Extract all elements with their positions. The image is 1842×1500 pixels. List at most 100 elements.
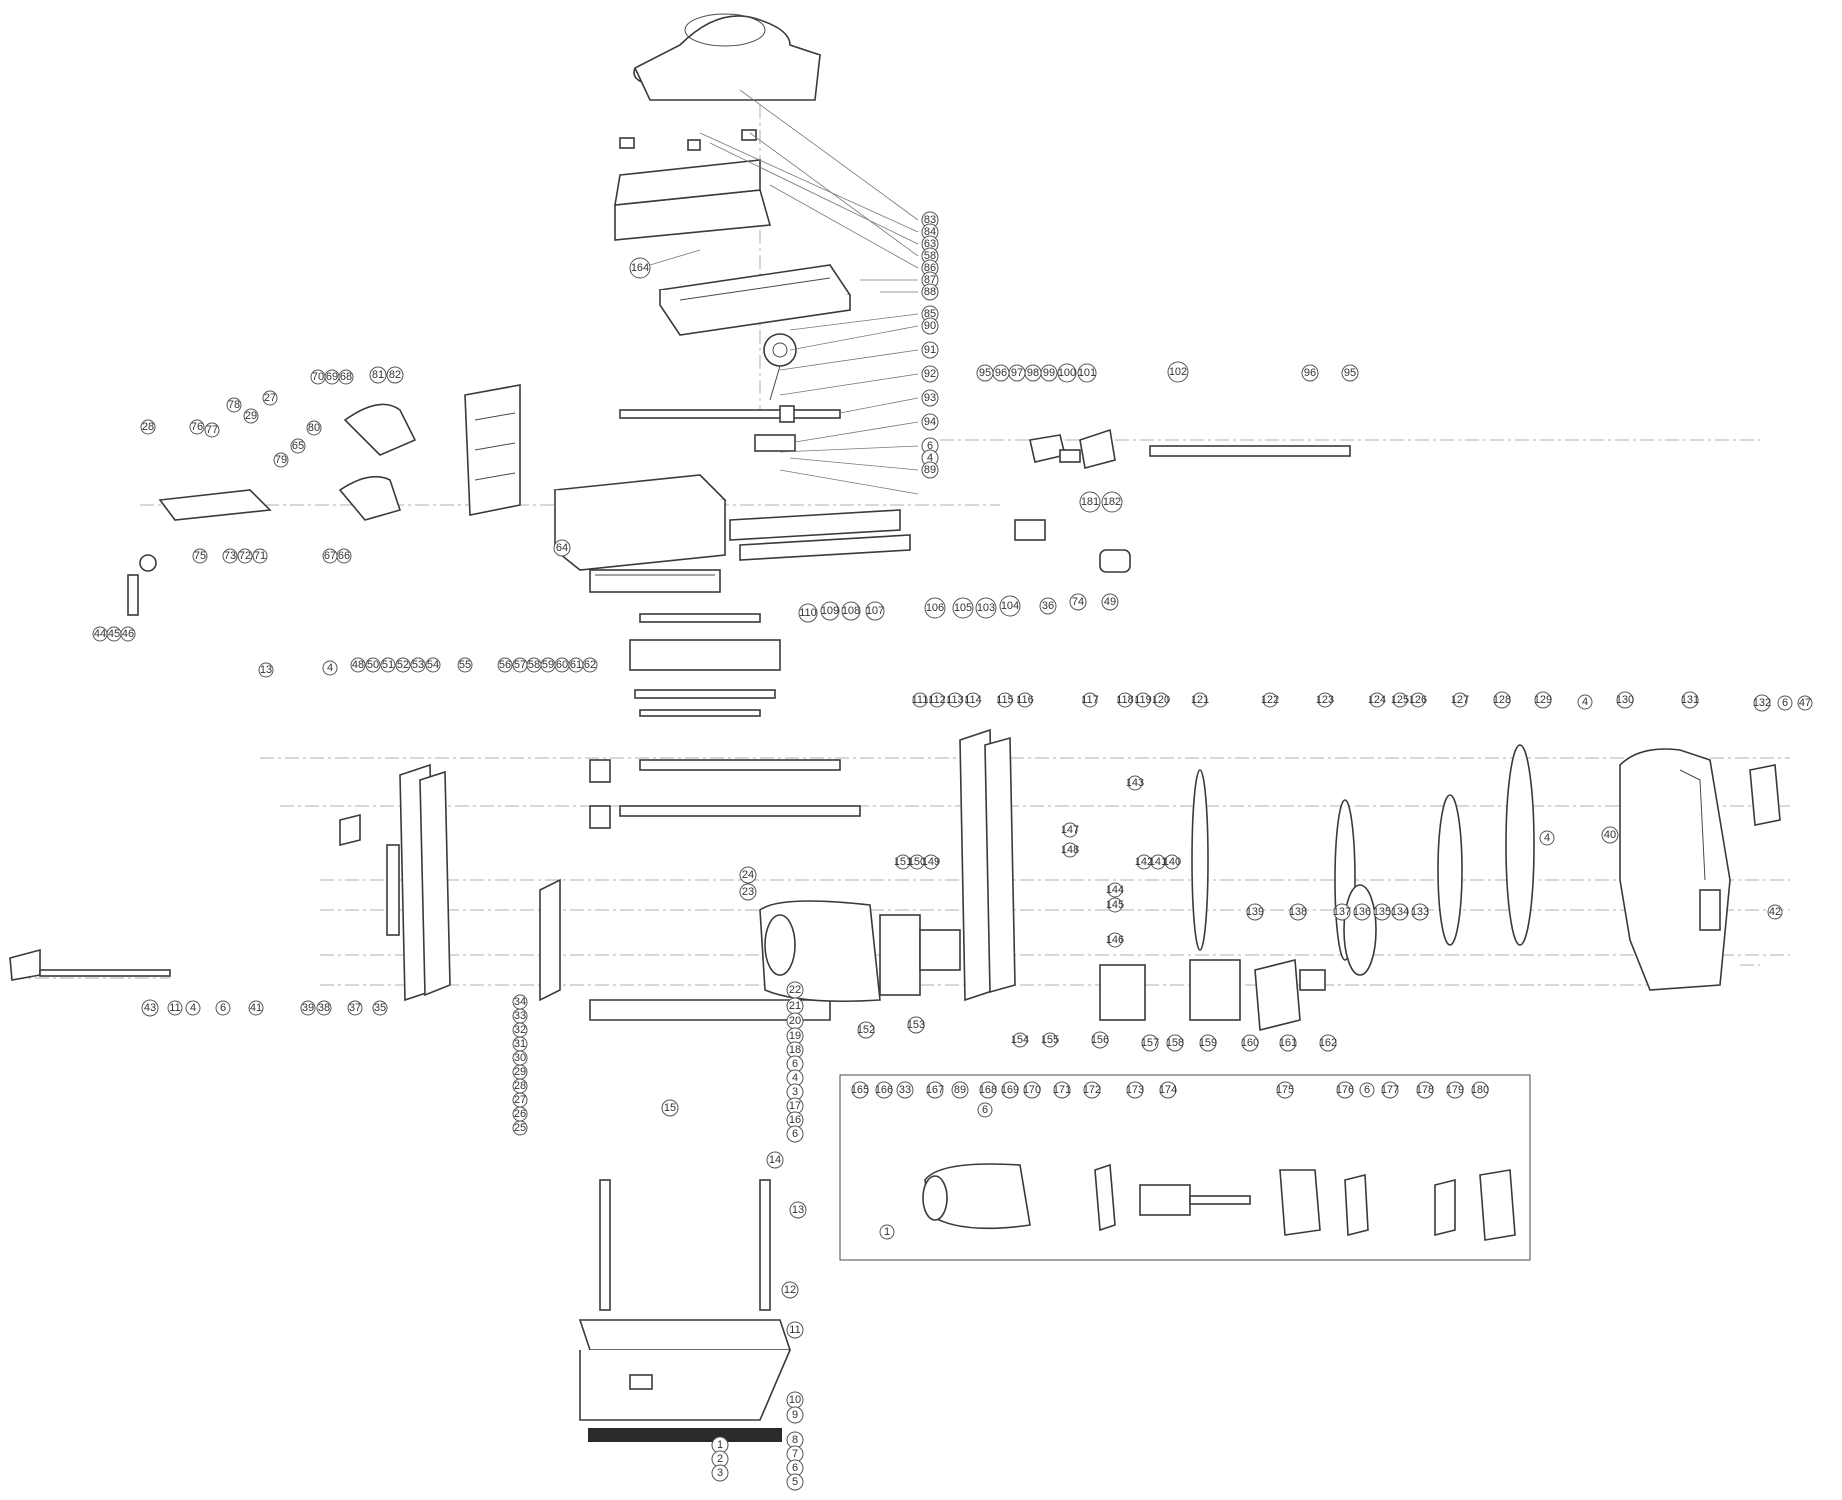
callout-19: 19 xyxy=(786,1027,804,1045)
callout-177: 177 xyxy=(1381,1081,1399,1099)
svg-text:35: 35 xyxy=(374,1002,386,1014)
callout-36: 36 xyxy=(1039,597,1057,615)
svg-text:47: 47 xyxy=(1799,697,1811,709)
callout-126: 126 xyxy=(1409,692,1427,708)
motor xyxy=(759,900,961,1003)
callout-37: 37 xyxy=(347,1000,363,1016)
planer-table xyxy=(553,474,911,571)
callout-21: 21 xyxy=(786,997,804,1015)
callout-66: 66 xyxy=(336,548,352,564)
svg-text:30: 30 xyxy=(514,1052,526,1064)
callout-96b: 96 xyxy=(1301,364,1319,382)
callout-98: 98 xyxy=(1024,364,1042,382)
callout-6-i: 6 xyxy=(1359,1082,1375,1098)
svg-text:72: 72 xyxy=(239,550,251,562)
svg-text:16: 16 xyxy=(789,1114,801,1126)
svg-text:115: 115 xyxy=(996,694,1014,706)
svg-text:93: 93 xyxy=(924,392,936,404)
callout-80: 80 xyxy=(306,420,322,436)
svg-text:137: 137 xyxy=(1333,906,1351,918)
callout-95: 95 xyxy=(976,364,994,382)
svg-text:33: 33 xyxy=(514,1010,526,1022)
svg-text:95: 95 xyxy=(979,367,991,379)
base-stand xyxy=(578,999,831,1442)
svg-text:175: 175 xyxy=(1276,1084,1294,1096)
callout-79: 79 xyxy=(273,452,289,468)
leader-lines xyxy=(649,89,919,495)
svg-text:4: 4 xyxy=(1582,696,1588,708)
callout-171: 171 xyxy=(1053,1081,1071,1099)
svg-text:162: 162 xyxy=(1319,1037,1337,1049)
callout-60: 60 xyxy=(554,657,570,673)
svg-text:57: 57 xyxy=(514,659,526,671)
svg-text:170: 170 xyxy=(1023,1084,1041,1096)
callout-33-i: 33 xyxy=(896,1081,914,1099)
svg-text:61: 61 xyxy=(570,659,582,671)
callout-130: 130 xyxy=(1616,691,1634,709)
svg-text:6: 6 xyxy=(927,440,933,452)
svg-text:13: 13 xyxy=(260,664,272,676)
svg-text:9: 9 xyxy=(792,1409,798,1421)
svg-text:133: 133 xyxy=(1411,906,1429,918)
svg-text:153: 153 xyxy=(907,1019,925,1031)
callout-77: 77 xyxy=(204,422,220,438)
svg-text:80: 80 xyxy=(308,422,320,434)
callout-139: 139 xyxy=(1246,903,1264,921)
svg-text:28: 28 xyxy=(142,421,154,433)
svg-text:65: 65 xyxy=(292,440,304,452)
right-side-plate xyxy=(959,728,1535,1032)
svg-text:50: 50 xyxy=(367,659,379,671)
callout-165: 165 xyxy=(851,1081,869,1099)
callout-46: 46 xyxy=(120,626,136,642)
svg-text:7: 7 xyxy=(792,1448,798,1460)
svg-text:58: 58 xyxy=(528,659,540,671)
callout-23: 23 xyxy=(739,883,757,901)
callout-151: 151 xyxy=(894,854,912,870)
callout-86: 86 xyxy=(921,259,939,277)
callout-10: 10 xyxy=(786,1391,804,1409)
svg-text:63: 63 xyxy=(924,238,936,250)
cutter-head-assembly xyxy=(589,569,781,717)
callout-159: 159 xyxy=(1199,1034,1217,1052)
svg-text:131: 131 xyxy=(1681,694,1699,706)
svg-text:51: 51 xyxy=(382,659,394,671)
svg-text:167: 167 xyxy=(926,1084,944,1096)
callout-125: 125 xyxy=(1391,692,1409,708)
svg-text:79: 79 xyxy=(275,454,287,466)
callout-38: 38 xyxy=(316,1000,332,1016)
svg-text:13: 13 xyxy=(792,1204,804,1216)
callout-4-r: 4 xyxy=(1577,694,1593,710)
callout-85: 85 xyxy=(921,305,939,323)
svg-text:172: 172 xyxy=(1083,1084,1101,1096)
svg-text:180: 180 xyxy=(1471,1084,1489,1096)
callout-89-i: 89 xyxy=(951,1081,969,1099)
callout-76: 76 xyxy=(189,419,205,435)
svg-text:48: 48 xyxy=(352,659,364,671)
svg-text:113: 113 xyxy=(946,694,964,706)
svg-text:138: 138 xyxy=(1289,906,1307,918)
callout-122: 122 xyxy=(1261,692,1279,708)
svg-text:123: 123 xyxy=(1316,694,1334,706)
callout-62: 62 xyxy=(582,657,598,673)
callout-31: 31 xyxy=(512,1036,528,1052)
svg-text:96: 96 xyxy=(995,367,1007,379)
svg-text:44: 44 xyxy=(94,628,106,640)
svg-text:140: 140 xyxy=(1163,856,1181,868)
callout-52: 52 xyxy=(395,657,411,673)
callout-103: 103 xyxy=(975,597,997,619)
upper-carriage-plate xyxy=(658,264,852,336)
svg-text:159: 159 xyxy=(1199,1037,1217,1049)
callout-70: 70 xyxy=(310,369,326,385)
svg-text:71: 71 xyxy=(254,550,266,562)
svg-text:156: 156 xyxy=(1091,1034,1109,1046)
svg-text:122: 122 xyxy=(1261,694,1279,706)
svg-text:81: 81 xyxy=(372,369,384,381)
callout-110: 110 xyxy=(798,603,818,623)
svg-text:105: 105 xyxy=(954,602,972,614)
callout-96: 96 xyxy=(992,364,1010,382)
svg-text:103: 103 xyxy=(977,602,995,614)
callout-128: 128 xyxy=(1493,691,1511,709)
callout-148: 148 xyxy=(1061,842,1079,858)
callout-164: 164 xyxy=(629,257,651,279)
svg-text:92: 92 xyxy=(924,368,936,380)
